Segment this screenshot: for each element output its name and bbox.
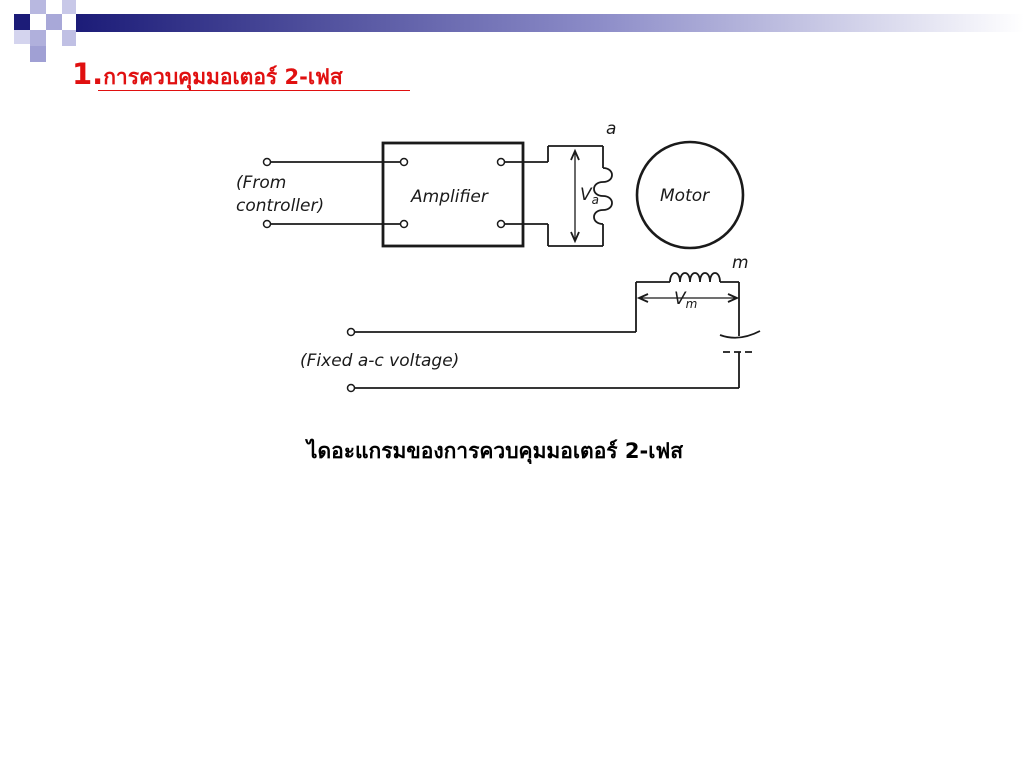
diagram-caption: ไดอะแกรมของการควบคุมมอเตอร์ 2-เฟส: [306, 439, 684, 463]
header-decoration: [14, 0, 1024, 62]
winding-a-label: a: [606, 119, 616, 139]
title-underline: [98, 90, 410, 91]
motor-circle: [635, 140, 745, 250]
slide-title: 1.การควบคุมมอเตอร์ 2-เฟส: [72, 60, 343, 89]
terminal: [346, 327, 356, 337]
capacitor-plate-top: [719, 330, 761, 339]
deco-square: [62, 0, 76, 14]
fixed-ac-voltage-label: (Fixed a-c voltage): [300, 351, 459, 371]
controller-label-line2: controller): [236, 196, 324, 216]
deco-square: [30, 0, 46, 14]
vm-label: Vm: [674, 289, 697, 311]
deco-square: [62, 30, 76, 46]
amplifier-box: [381, 141, 525, 248]
winding-m-label: m: [732, 253, 749, 273]
winding-a-coil: [593, 167, 613, 225]
title-text: การควบคุมมอเตอร์ 2-เฟส: [103, 65, 343, 89]
deco-square: [46, 14, 62, 30]
deco-square: [30, 46, 46, 62]
vm-arrow-head-left: [636, 293, 649, 303]
va-arrow-head-down: [570, 231, 580, 244]
title-number: 1.: [72, 57, 104, 91]
controller-label-line1: (From: [236, 173, 286, 193]
amplifier-label: Amplifier: [410, 187, 489, 207]
motor-label: Motor: [660, 186, 710, 206]
vm-label-main: V: [674, 289, 687, 309]
deco-square: [30, 30, 46, 46]
vm-arrow-head-right: [727, 293, 740, 303]
terminal: [346, 383, 356, 393]
deco-square: [14, 14, 30, 30]
va-label-sub: a: [592, 193, 599, 207]
vm-label-sub: m: [686, 297, 698, 311]
terminal: [399, 219, 409, 229]
va-arrow-head-up: [570, 148, 580, 161]
header-gradient-bar: [76, 14, 1024, 32]
va-label: Va: [580, 185, 599, 207]
terminal: [496, 157, 506, 167]
deco-square: [14, 30, 30, 44]
terminal: [262, 219, 272, 229]
terminal: [262, 157, 272, 167]
two-phase-motor-control-diagram: (From controller) Amplifier Motor a m Va…: [236, 119, 761, 393]
va-label-main: V: [580, 185, 593, 205]
terminal: [496, 219, 506, 229]
terminal: [399, 157, 409, 167]
winding-m-coil: [669, 272, 721, 283]
